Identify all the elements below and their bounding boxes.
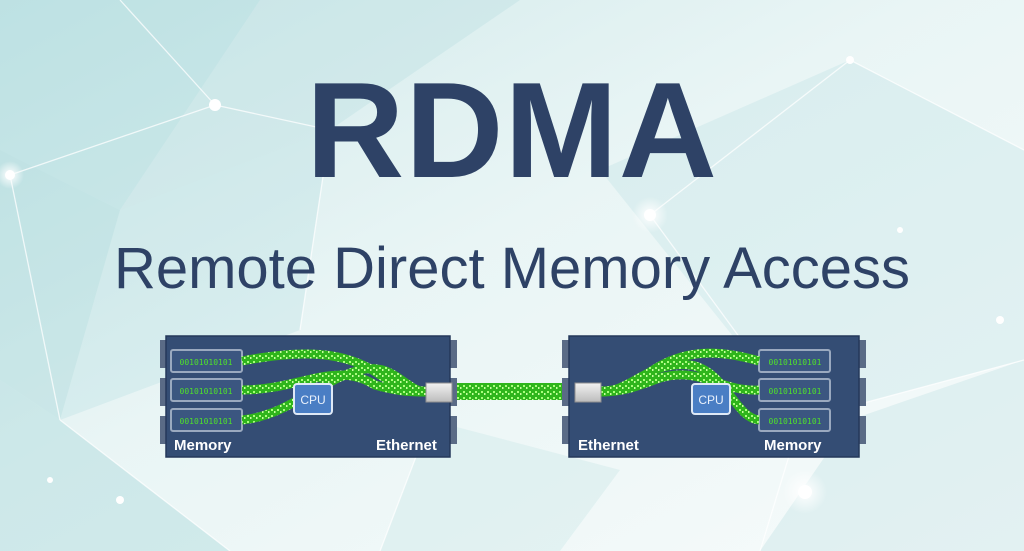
page-title: RDMA	[306, 54, 718, 206]
right-cpu: CPU	[691, 383, 731, 415]
left-slot-1-bits: 00101010101	[180, 358, 233, 367]
left-ethernet-port	[425, 382, 453, 403]
right-data-streams	[600, 348, 761, 425]
right-slot-2-bits: 00101010101	[769, 387, 822, 396]
right-memory-label: Memory	[764, 437, 822, 454]
left-slot-2-bits: 00101010101	[180, 387, 233, 396]
right-cpu-label: CPU	[698, 393, 723, 407]
right-ethernet-label: Ethernet	[578, 437, 639, 454]
left-cpu-label: CPU	[300, 393, 325, 407]
left-memory-label: Memory	[174, 437, 232, 454]
left-server: 00101010101 00101010101 00101010101 CPU …	[160, 335, 457, 458]
right-slot-1-bits: 00101010101	[769, 358, 822, 367]
right-ethernet-port	[574, 382, 602, 403]
right-memory-slots: 00101010101 00101010101 00101010101	[758, 349, 831, 432]
left-data-streams	[241, 349, 427, 425]
left-memory-slots: 00101010101 00101010101 00101010101	[170, 349, 243, 432]
left-cpu: CPU	[293, 383, 333, 415]
left-slot-3-bits: 00101010101	[180, 417, 233, 426]
network-cable	[452, 383, 562, 400]
right-server: 00101010101 00101010101 00101010101 CPU …	[562, 335, 866, 458]
page-subtitle: Remote Direct Memory Access	[113, 236, 911, 301]
left-ethernet-label: Ethernet	[376, 437, 437, 454]
right-slot-3-bits: 00101010101	[769, 417, 822, 426]
